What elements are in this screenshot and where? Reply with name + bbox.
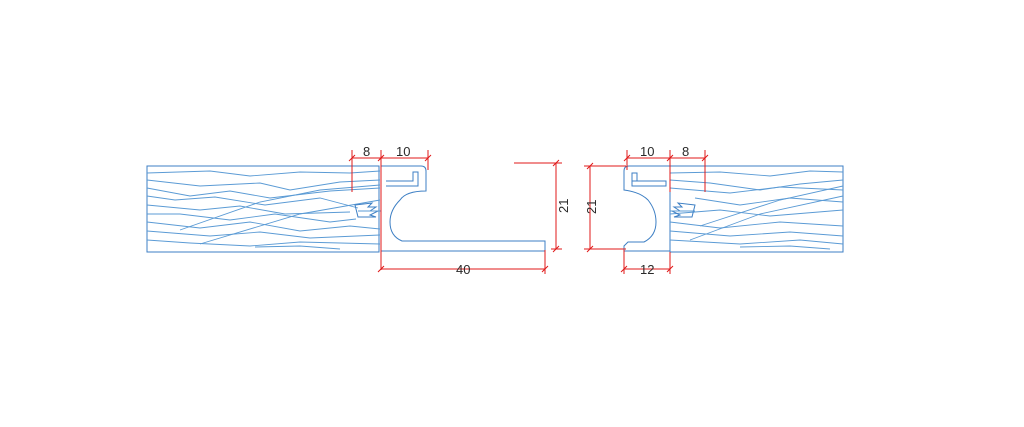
- left-profile: [380, 165, 546, 252]
- right-dim-8: 8: [682, 144, 689, 159]
- left-barb: [354, 202, 379, 218]
- right-barb: [671, 202, 696, 218]
- right-profile: [623, 165, 671, 252]
- left-dim-40: 40: [456, 262, 470, 277]
- right-wood-grain: [669, 170, 844, 250]
- left-wood-grain: [146, 170, 381, 250]
- right-dim-12: 12: [640, 262, 654, 277]
- left-dim-8: 8: [363, 144, 370, 159]
- left-dim-21: 21: [556, 199, 571, 213]
- right-wood-panel: [669, 165, 844, 253]
- left-dim-10: 10: [396, 144, 410, 159]
- right-dimensions: [584, 150, 709, 274]
- right-dim-10: 10: [640, 144, 654, 159]
- left-wood-panel: [146, 165, 381, 253]
- left-dimensions: [348, 150, 562, 274]
- right-dim-21: 21: [584, 200, 599, 214]
